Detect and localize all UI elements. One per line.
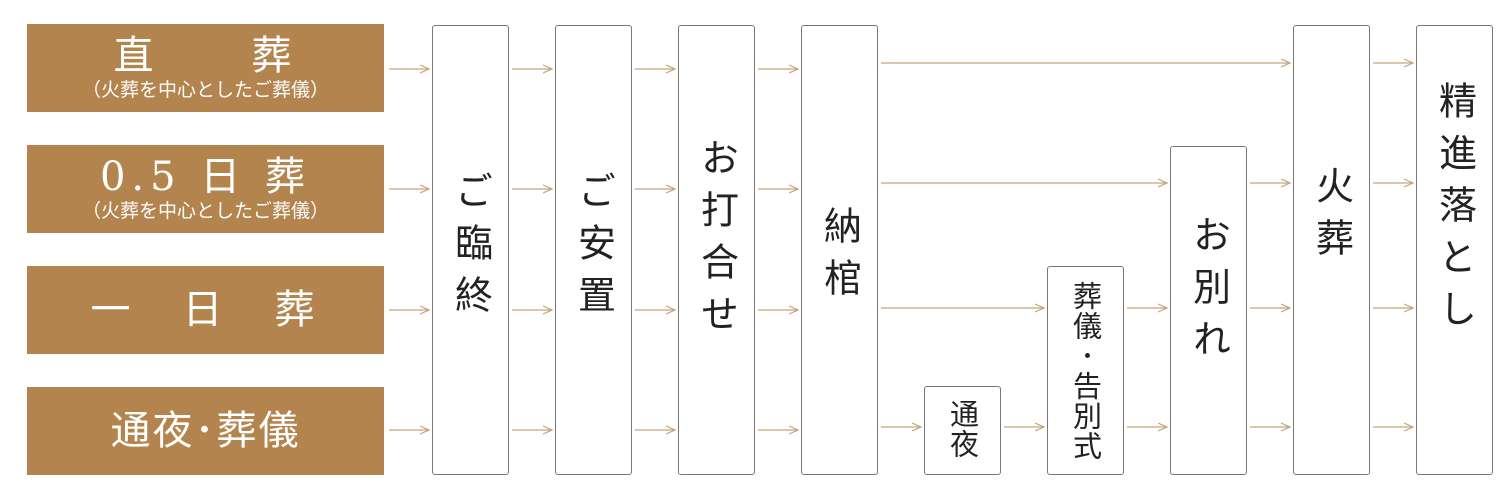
plan-title: 直 葬 — [113, 33, 298, 79]
plan-title: 一 日 葬 — [90, 287, 321, 333]
plan-tsuya-sougi: 通夜･葬儀 — [27, 387, 384, 475]
step-label: ご安置 — [571, 171, 616, 327]
plan-jikisou: 直 葬 （火葬を中心としたご葬儀） — [27, 24, 384, 112]
step-label: 火葬 — [1309, 166, 1354, 270]
step-label: お別れ — [1186, 215, 1231, 371]
plan-subtitle: （火葬を中心としたご葬儀） — [81, 79, 329, 101]
plan-half-day: 0.5 日 葬 （火葬を中心としたご葬儀） — [27, 145, 384, 233]
step-shojin-otoshi: 精進落とし — [1416, 25, 1493, 475]
step-label: 葬儀･告別式 — [1068, 281, 1103, 461]
plan-subtitle: （火葬を中心としたご葬儀） — [81, 200, 329, 222]
step-tsuya: 通夜 — [924, 386, 1001, 475]
step-label: ご臨終 — [448, 171, 493, 327]
step-sougi-kokubetsushiki: 葬儀･告別式 — [1047, 266, 1124, 475]
step-owakare: お別れ — [1170, 146, 1247, 475]
step-label: 精進落とし — [1432, 81, 1477, 341]
step-noukan: 納棺 — [801, 25, 878, 475]
step-gorinju: ご臨終 — [432, 25, 509, 475]
step-ouchiawase: お打合せ — [678, 25, 755, 475]
step-kasou: 火葬 — [1293, 25, 1370, 475]
step-label: お打合せ — [694, 138, 739, 346]
plan-title: 通夜･葬儀 — [110, 408, 301, 454]
step-goanchi: ご安置 — [555, 25, 632, 475]
step-label: 通夜 — [945, 399, 980, 459]
step-label: 納棺 — [817, 206, 862, 310]
plan-title: 0.5 日 葬 — [99, 154, 312, 200]
plan-one-day: 一 日 葬 — [27, 266, 384, 354]
